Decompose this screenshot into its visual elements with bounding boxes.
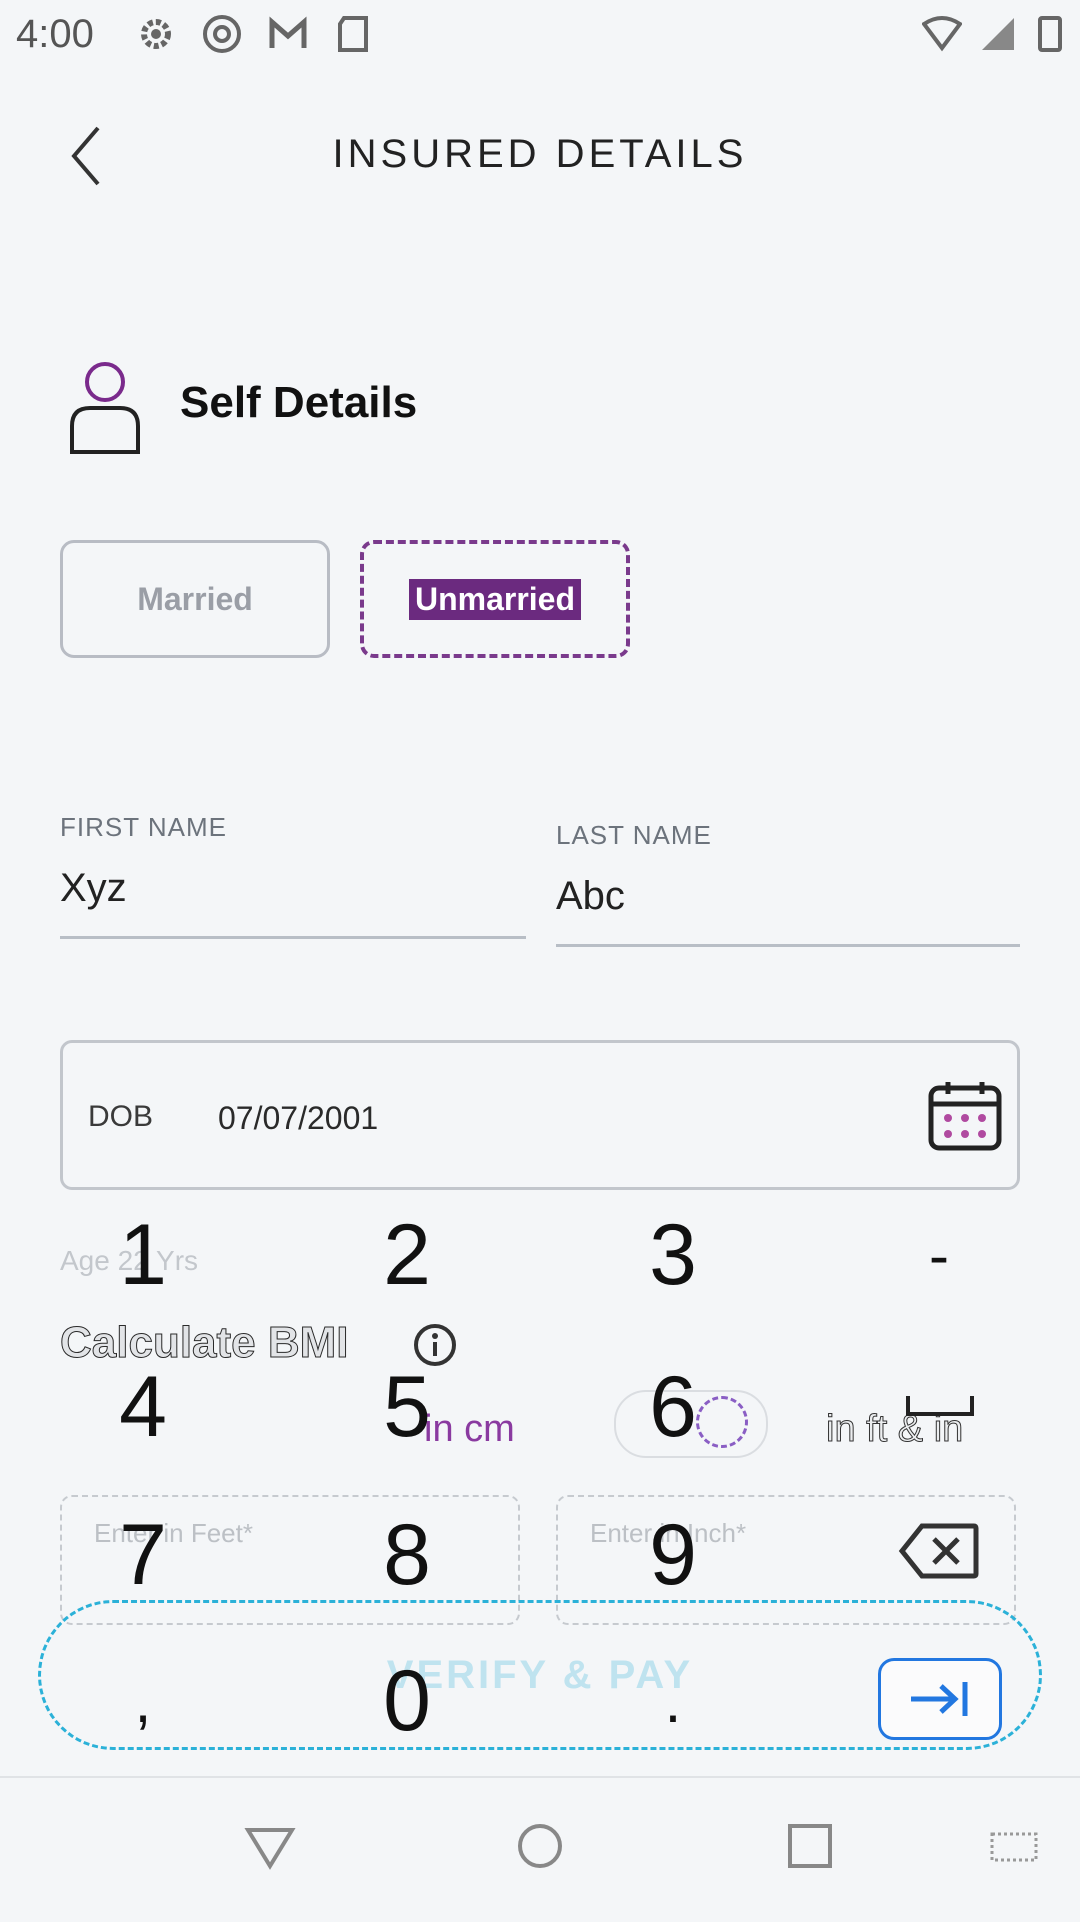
inch-placeholder: Enter in Inch*	[590, 1518, 747, 1548]
gmail-icon	[269, 16, 307, 48]
dob-field[interactable]	[60, 1040, 1020, 1190]
first-name-input[interactable]: Xyz	[60, 866, 127, 910]
wifi-icon	[922, 16, 962, 52]
unmarried-label: Unmarried	[408, 578, 582, 620]
unit-toggle-knob	[696, 1396, 748, 1448]
unit-toggle[interactable]	[614, 1390, 768, 1458]
key-comma[interactable]: ,	[134, 1667, 152, 1735]
key-2[interactable]: 2	[383, 1206, 431, 1303]
key-7[interactable]: 7	[119, 1506, 167, 1603]
key-1[interactable]: 1	[119, 1206, 167, 1303]
key-3[interactable]: 3	[649, 1206, 697, 1303]
tab-next-icon	[911, 1682, 968, 1716]
signal-icon	[982, 18, 1014, 50]
next-key[interactable]	[878, 1658, 1002, 1740]
chevron-left-icon[interactable]	[62, 120, 112, 192]
key-9[interactable]: 9	[649, 1506, 697, 1603]
backspace-icon[interactable]	[898, 1522, 980, 1580]
key-6[interactable]: 6	[649, 1358, 697, 1455]
verify-pay-button[interactable]: VERIFY & PAY	[38, 1600, 1042, 1750]
feet-input[interactable]	[60, 1495, 520, 1625]
age-text: Age 22 Yrs	[60, 1245, 199, 1276]
inch-input[interactable]	[556, 1495, 1016, 1625]
section-title: Self Details	[180, 378, 418, 427]
info-icon[interactable]	[412, 1322, 458, 1368]
back-nav-icon[interactable]	[242, 1818, 298, 1874]
sd-card-icon	[338, 16, 368, 52]
key-period[interactable]: .	[664, 1667, 682, 1735]
key-minus[interactable]: -	[929, 1221, 949, 1289]
first-name-underline	[60, 936, 526, 939]
key-0[interactable]: 0	[383, 1652, 431, 1749]
person-icon	[70, 362, 140, 454]
page-title: INSURED DETAILS	[332, 132, 748, 176]
calendar-icon[interactable]	[928, 1080, 1002, 1152]
key-5[interactable]: 5	[383, 1358, 431, 1455]
key-8[interactable]: 8	[383, 1506, 431, 1603]
first-name-label: FIRST NAME	[60, 812, 227, 842]
settings-icon	[141, 19, 171, 49]
battery-icon	[1038, 16, 1062, 52]
key-4[interactable]: 4	[119, 1358, 167, 1455]
keyboard-switch-icon[interactable]	[988, 1818, 1040, 1874]
last-name-input[interactable]: Abc	[556, 874, 625, 918]
navigation-bar	[0, 1776, 1080, 1922]
unit-cm-label[interactable]: in cm	[424, 1408, 515, 1450]
married-option[interactable]: Married	[60, 540, 330, 658]
status-bar: 4:00	[0, 0, 1080, 72]
unmarried-option[interactable]: Unmarried	[360, 540, 630, 658]
dob-value[interactable]: 07/07/2001	[218, 1100, 379, 1136]
verify-pay-label: VERIFY & PAY	[386, 1652, 694, 1697]
feet-placeholder: Enter in Feet*	[94, 1518, 253, 1548]
status-time: 4:00	[16, 12, 94, 56]
last-name-underline	[556, 944, 1020, 947]
bmi-heading: Calculate BMI	[60, 1318, 350, 1368]
space-key-icon[interactable]	[904, 1392, 976, 1422]
chrome-icon	[203, 15, 241, 53]
married-label: Married	[137, 580, 253, 617]
dob-label: DOB	[88, 1100, 154, 1133]
last-name-label: LAST NAME	[556, 820, 712, 850]
recents-nav-icon[interactable]	[782, 1818, 838, 1874]
home-nav-icon[interactable]	[512, 1818, 568, 1874]
